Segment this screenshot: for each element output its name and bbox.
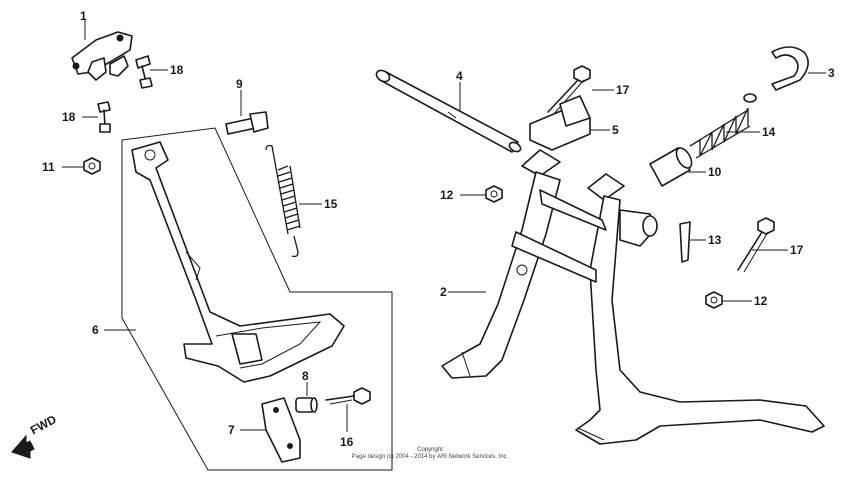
copyright-line-2: Page design (c) 2004 - 2014 by ARI Netwo… — [351, 454, 509, 460]
part-17-bolt-lower[interactable] — [737, 217, 775, 273]
part-12-nut-upper[interactable] — [485, 185, 503, 203]
part-12-nut-lower[interactable] — [705, 291, 723, 309]
leader-lines — [62, 20, 826, 432]
part-11-nut[interactable] — [83, 157, 101, 175]
callout-18-left: 18 — [62, 110, 76, 124]
callout-2: 2 — [440, 285, 447, 299]
part-14-spring[interactable] — [689, 93, 757, 159]
part-9-pin[interactable] — [225, 111, 269, 135]
callout-13: 13 — [708, 233, 722, 247]
part-8-collar[interactable] — [295, 397, 318, 413]
callout-15: 15 — [324, 197, 338, 211]
side-stand-group-outline — [121, 127, 393, 471]
callout-17-lower: 17 — [790, 243, 804, 257]
part-17-bolt-upper[interactable] — [547, 65, 591, 117]
part-18-bolt-upper[interactable] — [135, 55, 153, 89]
copyright-line-1: Copyright — [417, 447, 443, 453]
part-4-stand-shaft[interactable] — [374, 68, 522, 153]
callout-1: 1 — [80, 9, 87, 23]
callout-11: 11 — [42, 160, 55, 174]
callout-12-lower: 12 — [754, 294, 768, 308]
part-18-bolt-lower[interactable] — [97, 101, 111, 133]
callout-5: 5 — [612, 123, 619, 137]
part-10-collar[interactable] — [649, 145, 695, 187]
fwd-arrow-icon — [11, 434, 35, 459]
callout-7: 7 — [228, 423, 235, 437]
callout-4: 4 — [456, 69, 463, 83]
part-1-pivot-bracket[interactable] — [71, 31, 133, 81]
part-3-clip[interactable] — [771, 46, 809, 91]
part-13-cotter-pin[interactable] — [679, 221, 691, 263]
copyright-notice: Copyright Page design (c) 2004 - 2014 by… — [330, 447, 530, 461]
part-16-bolt[interactable] — [325, 387, 371, 405]
callout-6: 6 — [92, 323, 99, 337]
callout-14: 14 — [762, 125, 776, 139]
part-7-plate[interactable] — [261, 397, 301, 463]
callout-16: 16 — [340, 435, 354, 449]
callout-18-right: 18 — [170, 63, 184, 77]
callout-17-upper: 17 — [616, 83, 630, 97]
callout-10: 10 — [708, 165, 722, 179]
callout-12-upper: 12 — [440, 188, 454, 202]
part-15-spring[interactable] — [265, 144, 301, 258]
callout-8: 8 — [302, 369, 309, 383]
part-2-main-stand[interactable] — [441, 149, 825, 445]
callout-3: 3 — [828, 66, 835, 80]
part-5-bracket[interactable] — [529, 95, 591, 151]
callout-9: 9 — [236, 77, 243, 91]
part-6-side-stand[interactable] — [131, 141, 345, 383]
